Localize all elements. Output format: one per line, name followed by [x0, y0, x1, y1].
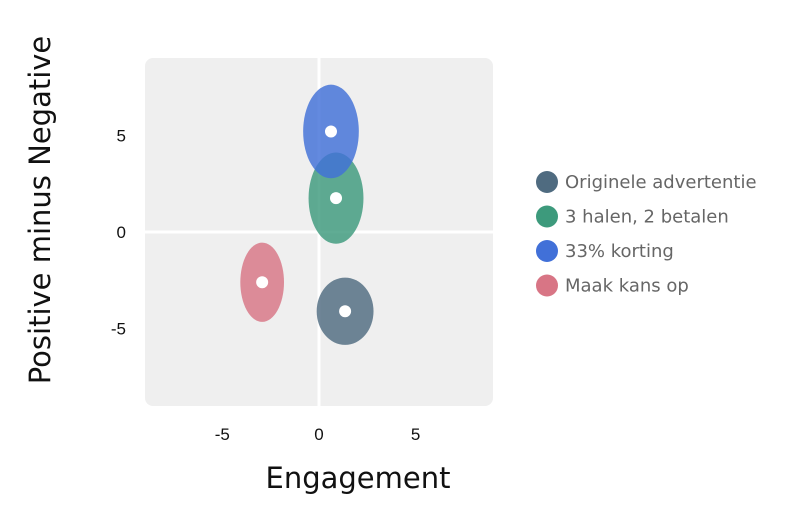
x-tick-label: 5 — [411, 425, 420, 444]
data-point — [339, 305, 352, 318]
legend-label: 3 halen, 2 betalen — [565, 207, 729, 228]
data-point — [330, 192, 343, 205]
y-tick-label: 5 — [117, 126, 126, 145]
legend-swatch — [536, 274, 558, 297]
y-tick-label: -5 — [111, 320, 126, 339]
legend-swatch — [536, 205, 558, 228]
legend-swatch — [536, 171, 558, 193]
x-axis-label: Engagement — [266, 461, 451, 495]
legend-item[interactable]: Originele advertentie — [536, 171, 757, 193]
y-axis-label: Positive minus Negative — [23, 36, 57, 385]
x-tick-label: -5 — [215, 425, 230, 444]
data-point — [256, 276, 269, 289]
legend-label: Maak kans op — [565, 276, 689, 297]
legend: Originele advertentie 3 halen, 2 betalen… — [536, 171, 757, 297]
x-tick-label: 0 — [314, 425, 323, 444]
legend-swatch — [536, 240, 558, 262]
data-point — [324, 125, 337, 138]
legend-item[interactable]: 3 halen, 2 betalen — [536, 205, 729, 228]
legend-label: Originele advertentie — [565, 172, 757, 193]
y-tick-label: 0 — [117, 223, 126, 242]
legend-item[interactable]: Maak kans op — [536, 274, 689, 297]
legend-item[interactable]: 33% korting — [536, 240, 674, 262]
legend-label: 33% korting — [565, 241, 674, 262]
